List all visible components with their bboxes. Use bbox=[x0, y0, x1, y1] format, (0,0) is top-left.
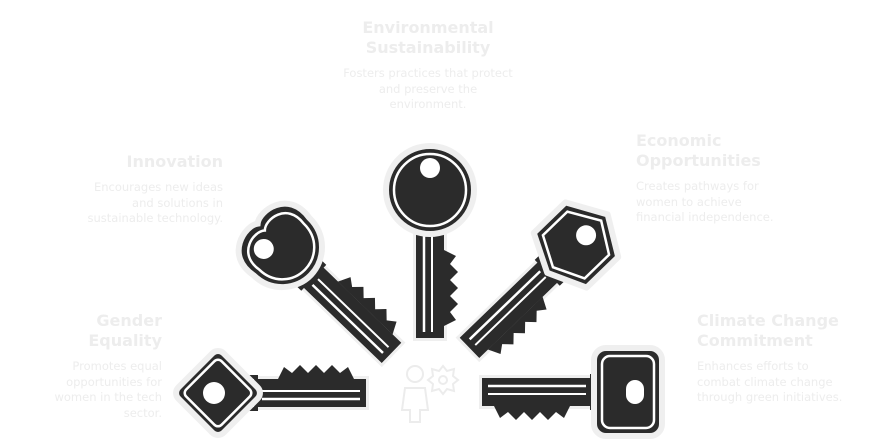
item-description: Enhances efforts to combat climate chang… bbox=[697, 359, 843, 404]
item-title: Economic Opportunities bbox=[636, 131, 761, 170]
item-economic: Economic Opportunities Creates pathways … bbox=[636, 131, 786, 226]
key-climate bbox=[482, 345, 665, 439]
item-description: Encourages new ideas and solutions in su… bbox=[87, 180, 223, 225]
item-title: Environmental Sustainability bbox=[362, 18, 494, 57]
gear-icon bbox=[426, 364, 460, 396]
key-economic bbox=[443, 199, 622, 375]
item-innovation: Innovation Encourages new ideas and solu… bbox=[80, 152, 223, 227]
person-icon bbox=[400, 365, 430, 423]
item-title: Gender Equality bbox=[88, 311, 162, 350]
key-environmental bbox=[383, 143, 477, 338]
item-title: Climate Change Commitment bbox=[697, 311, 839, 350]
item-gender-equality: Gender Equality Promotes equal opportuni… bbox=[40, 311, 162, 421]
item-title: Innovation bbox=[126, 152, 223, 171]
item-description: Promotes equal opportunities for women i… bbox=[54, 359, 162, 420]
item-description: Fosters practices that protect and prese… bbox=[343, 66, 513, 111]
key-innovation bbox=[235, 200, 420, 382]
key-gender-equality bbox=[173, 348, 366, 438]
item-climate: Climate Change Commitment Enhances effor… bbox=[697, 311, 847, 406]
item-description: Creates pathways for women to achieve fi… bbox=[636, 179, 774, 224]
item-environmental: Environmental Sustainability Fosters pra… bbox=[340, 18, 516, 113]
